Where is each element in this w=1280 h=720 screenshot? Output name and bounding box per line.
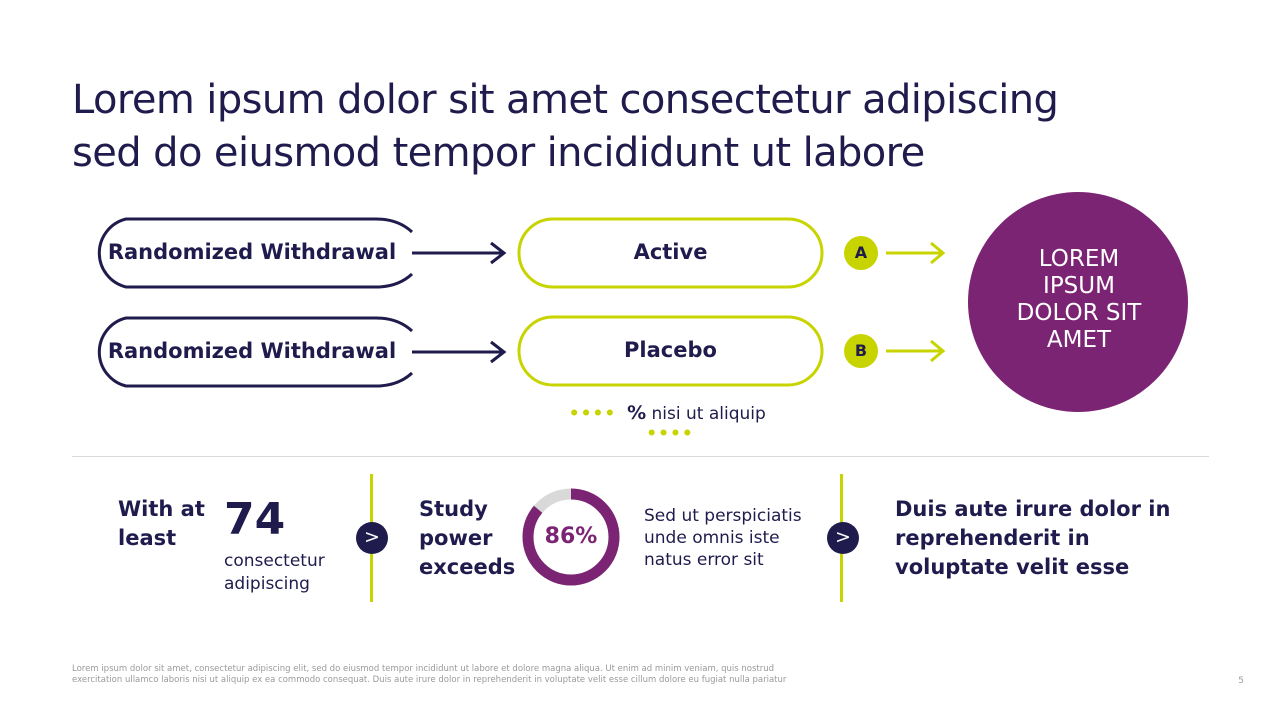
percent-symbol: % [627, 402, 647, 424]
active-label: Active [633, 240, 708, 264]
letter-a-circle [844, 236, 878, 270]
footnote-line-1: Lorem ipsum dolor sit amet, consectetur … [72, 664, 775, 674]
withdrawal-pill-outline-2 [97, 316, 414, 388]
stat-at-least-label: With at least [118, 497, 205, 550]
title-line-2: sed do eiusmod tempor incididunt ut labo… [72, 130, 925, 176]
stat-number-caption: consectetur adipiscing [224, 551, 325, 594]
outcome-text: LOREM IPSUM DOLOR SIT AMET [1016, 246, 1142, 353]
chevron-right-icon-1: > [356, 522, 388, 554]
active-pill-outline [517, 217, 824, 289]
note-dots-right: •••• [646, 424, 694, 444]
title-line-1: Lorem ipsum dolor sit amet consectetur a… [72, 77, 1059, 123]
footnote: Lorem ipsum dolor sit amet, consectetur … [72, 664, 832, 686]
section-divider [72, 456, 1209, 457]
footnote-line-2: exercitation ullamco laboris nisi ut ali… [72, 675, 787, 685]
percent-note: •••• % nisi ut aliquip •••• [560, 402, 780, 444]
withdrawal-pill-outline-1 [97, 217, 414, 289]
page-number: 5 [1238, 676, 1244, 686]
arrow-a-to-outcome [886, 241, 946, 265]
arrow-b-to-outcome [886, 339, 946, 363]
perspiciatis-text: Sed ut perspiciatis unde omnis iste natu… [644, 506, 802, 570]
slide-title: Lorem ipsum dolor sit amet consectetur a… [72, 74, 1192, 180]
letter-a: A [854, 243, 868, 262]
donut-percent-label: 86% [544, 524, 598, 549]
letter-b-circle [844, 334, 878, 368]
note-text: nisi ut aliquip [651, 404, 766, 424]
withdrawal-label-1: Randomized Withdrawal [107, 240, 397, 264]
donut-progress-arc [522, 488, 620, 586]
stat-number: 74 [224, 494, 286, 545]
chevron-right-icon-2: > [827, 522, 859, 554]
arrow-to-placebo [412, 340, 507, 364]
duis-aute-text: Duis aute irure dolor in reprehenderit i… [895, 497, 1171, 579]
note-dots-left: •••• [568, 404, 617, 424]
outcome-circle [968, 192, 1188, 412]
letter-b: B [854, 341, 868, 360]
study-power-label: Study power exceeds [419, 497, 516, 579]
withdrawal-label-2: Randomized Withdrawal [107, 339, 397, 363]
arrow-to-active [412, 241, 507, 265]
placebo-label: Placebo [624, 338, 717, 362]
placebo-pill-outline [517, 315, 824, 387]
